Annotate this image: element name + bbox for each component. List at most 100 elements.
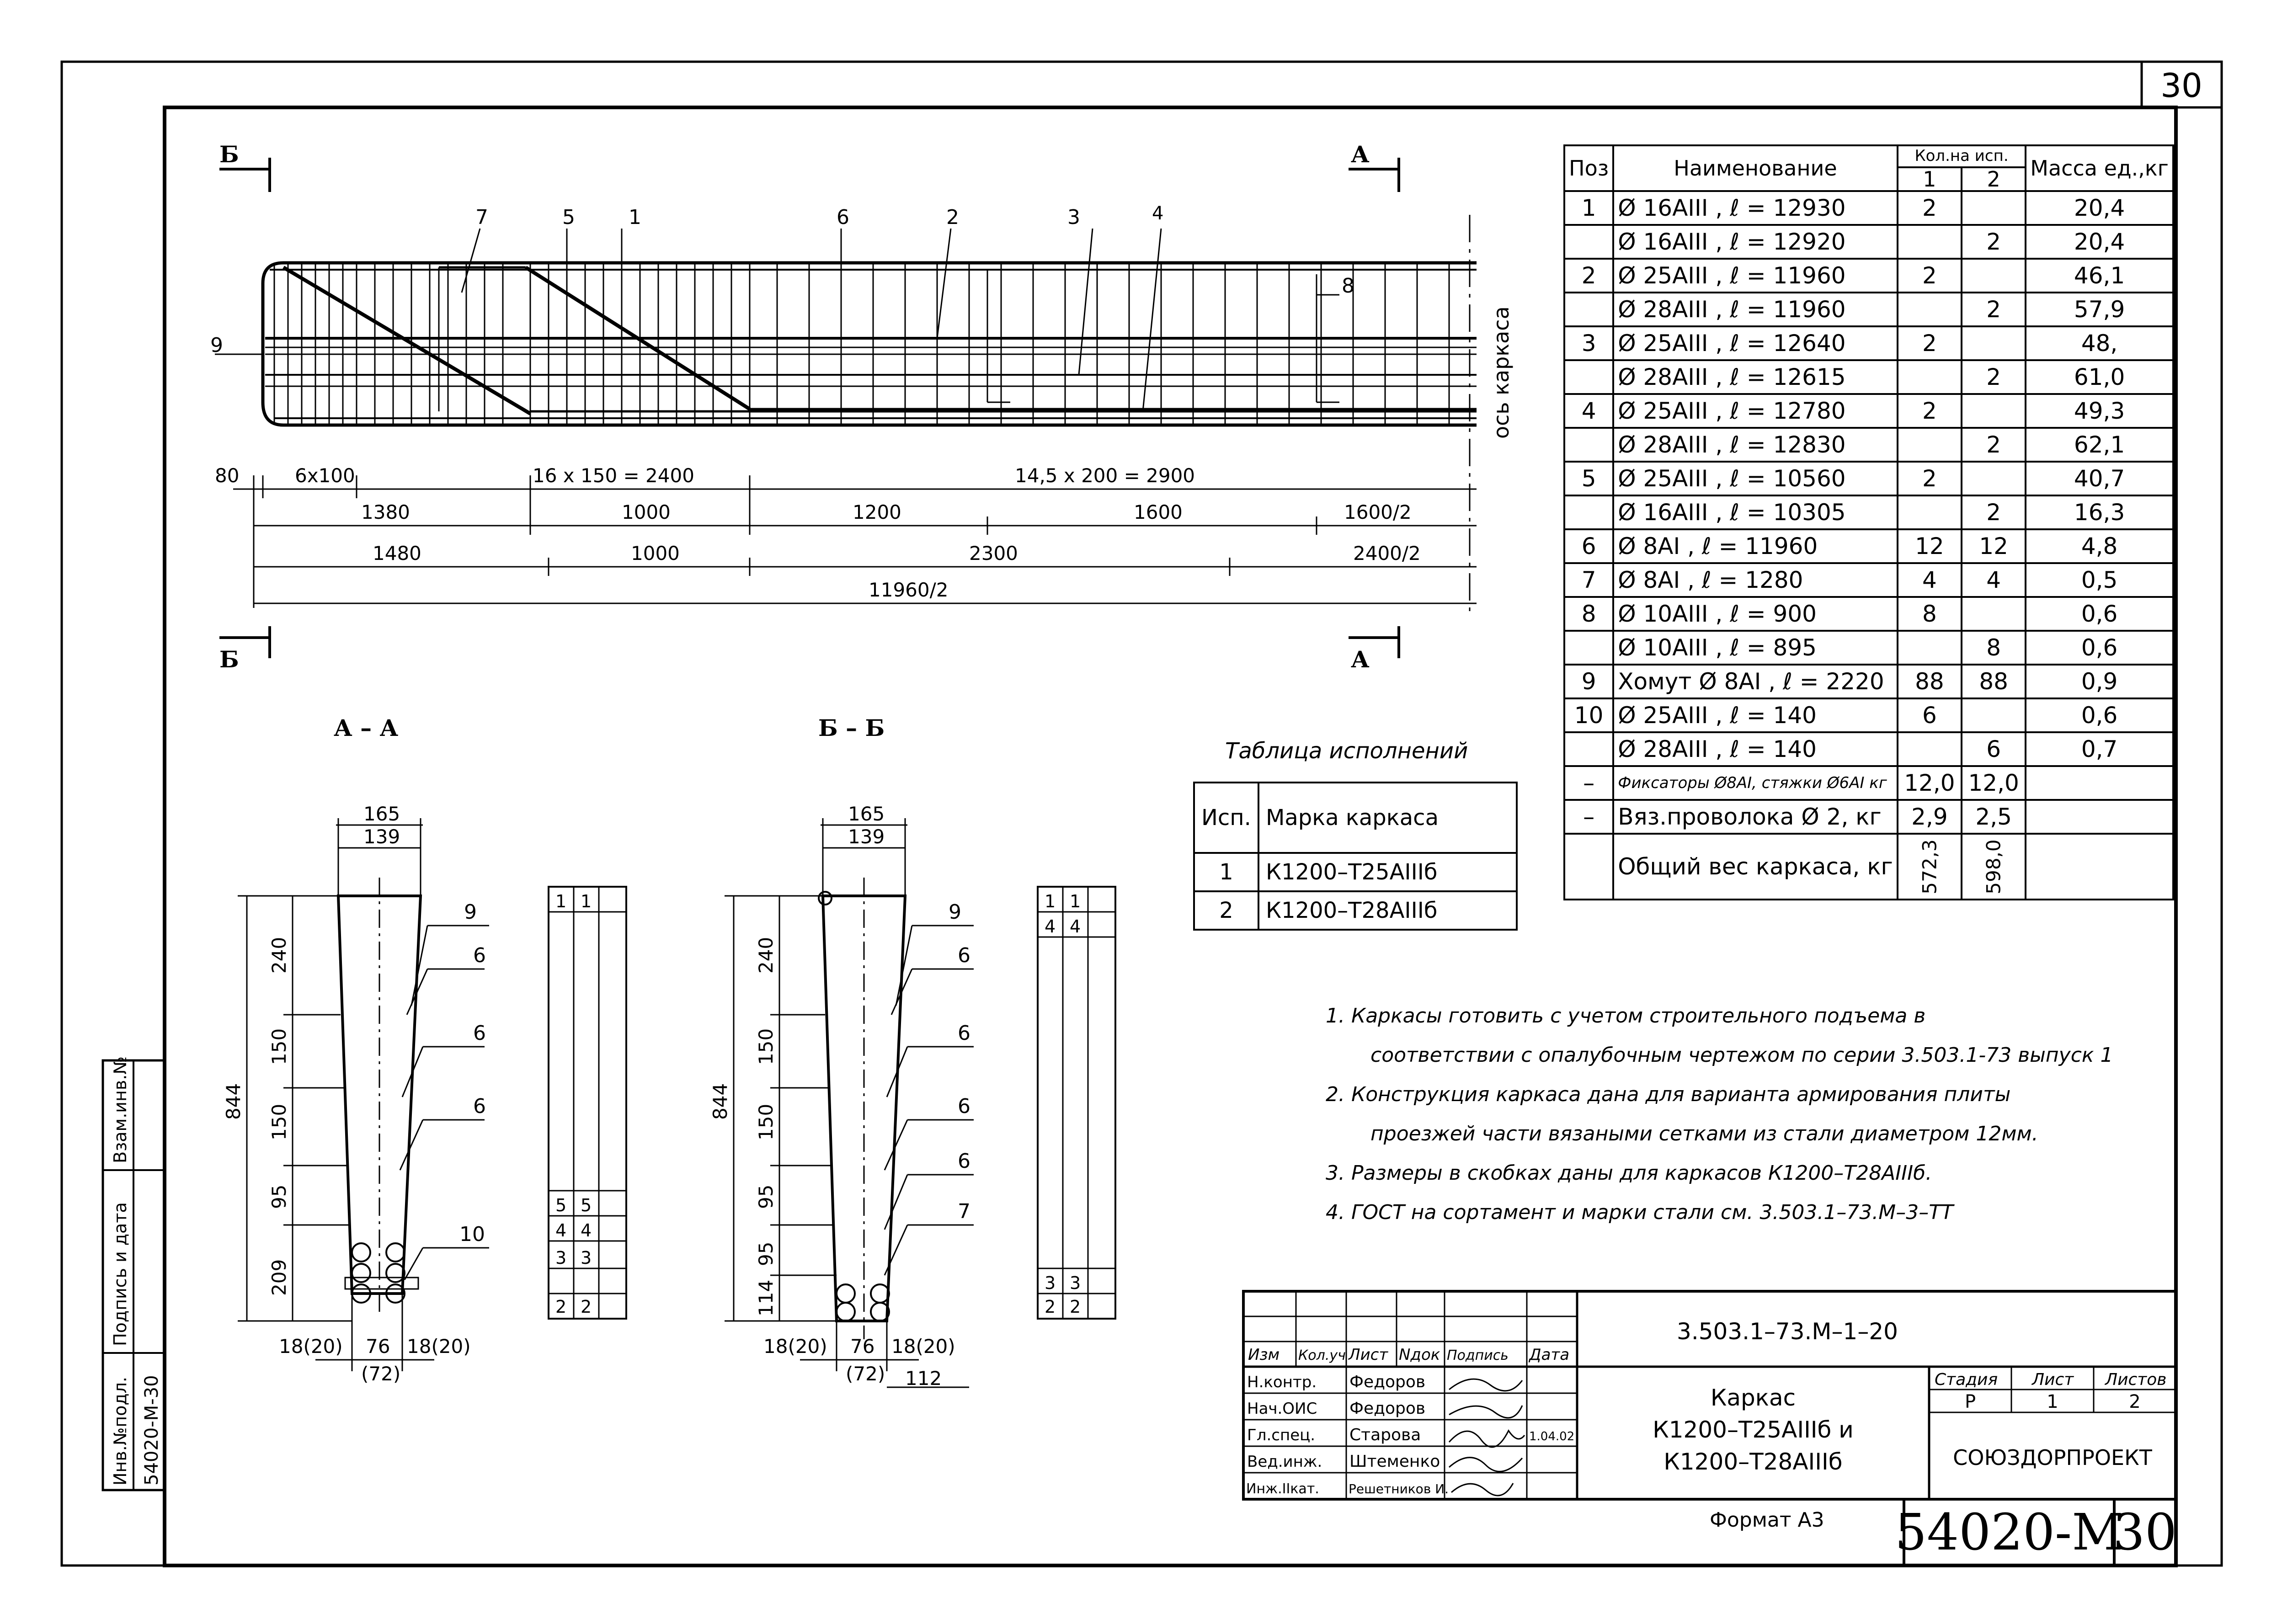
- spec-cell-q1: 8: [1896, 596, 1963, 632]
- spec-cell-name: Ø 25AIII , ℓ = 10560: [1612, 461, 1898, 497]
- bb-seg-150b: 150: [755, 1104, 777, 1140]
- bb-bottom-72: (72): [846, 1363, 885, 1385]
- note-1a: 1. Каркасы готовить с учетом строительно…: [1326, 1004, 1926, 1028]
- tb-list-head: Лист: [2031, 1370, 2074, 1389]
- spec-cell-q1: [1896, 359, 1963, 395]
- spec-cell-q1: [1896, 292, 1963, 328]
- tb-listov-val: 2: [2129, 1391, 2140, 1412]
- section-mark-a-top: А: [1351, 141, 1370, 168]
- spec-cell-name: Ø 25AIII , ℓ = 11960: [1612, 258, 1898, 294]
- tb-role-4: Инж.IIкат.: [1246, 1481, 1319, 1497]
- spec-cell-mass: 57,9: [2025, 292, 2174, 328]
- spec-cell-mass: [2025, 765, 2174, 801]
- tb-title-2: К1200–Т25АIIIб и: [1653, 1416, 1854, 1443]
- bb-strip-1a: 1: [1045, 891, 1056, 911]
- dim-1000b: 1000: [631, 542, 680, 564]
- spec-cell-mass: 49,3: [2025, 393, 2174, 429]
- spec-total-q2: 598,0: [1982, 839, 2005, 895]
- spec-head-q2: 2: [1961, 166, 2027, 192]
- spec-cell-q1: 2: [1896, 393, 1963, 429]
- tb-code: 3.503.1–73.М–1–20: [1677, 1318, 1898, 1345]
- pos-label-8: 8: [1342, 274, 1354, 298]
- bb-pos-9: 9: [949, 900, 961, 924]
- spec-cell-mass: 0,7: [2025, 731, 2174, 767]
- variants-title: Таблица исполнений: [1225, 738, 1468, 764]
- tb-stage-val: Р: [1965, 1391, 1976, 1412]
- spec-cell-q2: 8: [1961, 630, 2027, 666]
- spec-cell-pos: 6: [1563, 528, 1615, 564]
- dim-6x100: 6x100: [295, 464, 355, 487]
- spec-cell-pos: [1563, 427, 1615, 463]
- tb-name-4: Решетников И.: [1349, 1481, 1449, 1496]
- spec-cell-q2: [1961, 698, 2027, 734]
- tb-role-3: Вед.инж.: [1247, 1453, 1322, 1471]
- spec-cell-q1: 2: [1896, 325, 1963, 362]
- pos-label-9: 9: [210, 334, 223, 357]
- bb-pos-6a: 6: [958, 944, 970, 967]
- spec-head-name: Наименование: [1612, 144, 1898, 192]
- spec-cell-mass: 0,9: [2025, 664, 2174, 700]
- tb-name-2: Старова: [1349, 1426, 1421, 1444]
- spec-total-row: Общий вес каркаса, кг 572,3 598,0: [1563, 833, 2174, 901]
- dim-1600-2: 1600/2: [1344, 501, 1412, 523]
- aa-height: 844: [222, 1083, 245, 1120]
- spec-cell-pos: [1563, 359, 1615, 395]
- spec-total-q1: 572,3: [1918, 839, 1941, 895]
- spec-cell-name: Ø 8AI , ℓ = 1280: [1612, 562, 1898, 598]
- spec-cell-name: Вяз.проволока Ø 2, кг: [1612, 799, 1898, 835]
- aa-top-outer: 165: [363, 803, 400, 825]
- spec-cell-q1: [1896, 731, 1963, 767]
- spec-cell-mass: 46,1: [2025, 258, 2174, 294]
- tb-org: СОЮЗДОРПРОЕКТ: [1953, 1445, 2153, 1470]
- bb-strip-3b: 3: [1070, 1273, 1081, 1293]
- section-aa: [238, 818, 627, 1371]
- aa-seg-95: 95: [268, 1185, 290, 1209]
- bb-strip-4a: 4: [1045, 916, 1056, 937]
- tb-name-3: Штеменко: [1349, 1452, 1440, 1471]
- tb-head-data: Дата: [1528, 1346, 1569, 1364]
- aa-strip-top-1: 1: [555, 891, 566, 911]
- spec-cell-name: Ø 28AIII , ℓ = 11960: [1612, 292, 1898, 328]
- bb-strip-2b: 2: [1070, 1297, 1081, 1317]
- aa-bottom-right: 18(20): [407, 1335, 471, 1358]
- spec-cell-mass: [2025, 799, 2174, 835]
- notes: 1. Каркасы готовить с учетом строительно…: [1326, 996, 2149, 1232]
- doc-code-big: 54020-М: [1895, 1503, 2123, 1561]
- spec-head-q1: 1: [1896, 166, 1963, 192]
- spec-cell-q2: 2: [1961, 427, 2027, 463]
- pos-label-2: 2: [946, 206, 959, 229]
- variants-row-2: 2 К1200–Т28АIIIб: [1193, 890, 1518, 931]
- section-mark-a-bottom: А: [1351, 646, 1370, 673]
- spec-cell-pos: 2: [1563, 258, 1615, 294]
- sheet-number-big: 30: [2113, 1503, 2177, 1561]
- spec-cell-q2: [1961, 325, 2027, 362]
- tb-date-2: 1.04.02: [1529, 1430, 1574, 1443]
- spec-cell-q1: [1896, 630, 1963, 666]
- inner-frame: [163, 106, 2178, 1567]
- spec-cell-pos: 4: [1563, 393, 1615, 429]
- bb-strip-3a: 3: [1045, 1273, 1056, 1293]
- spec-cell-pos: 3: [1563, 325, 1615, 362]
- spec-cell-q1: [1896, 224, 1963, 260]
- variants-row-2-mark: К1200–Т28АIIIб: [1257, 890, 1518, 931]
- spec-cell-mass: 0,6: [2025, 630, 2174, 666]
- variants-row-1: 1 К1200–Т25АIIIб: [1193, 852, 1518, 892]
- pos-label-1: 1: [629, 206, 641, 229]
- bb-bottom-112: 112: [905, 1367, 942, 1390]
- aa-bottom-left: 18(20): [279, 1335, 343, 1358]
- spec-cell-pos: [1563, 292, 1615, 328]
- pos-label-5: 5: [562, 206, 575, 229]
- spec-cell-q2: 88: [1961, 664, 2027, 700]
- bb-pos-6d: 6: [958, 1150, 970, 1173]
- spec-cell-mass: 16,3: [2025, 495, 2174, 531]
